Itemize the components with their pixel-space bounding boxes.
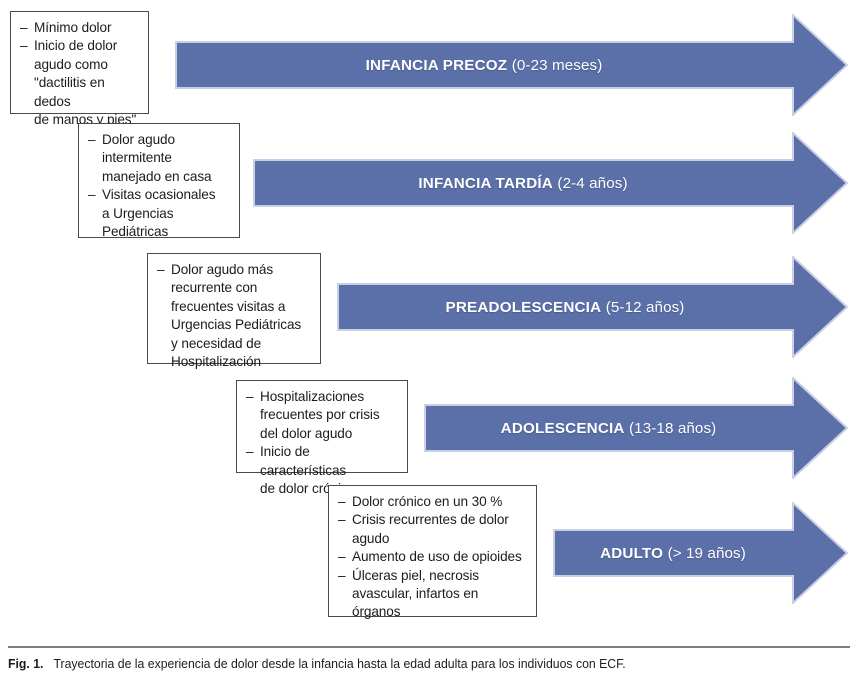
note-line: órganos <box>352 604 401 620</box>
arrow-shape-icon <box>175 14 849 116</box>
note-line: recurrente con <box>171 280 258 296</box>
stage-arrow-label-adolescencia: ADOLESCENCIA (13-18 años) <box>424 377 793 479</box>
note-box-adulto: – Dolor crónico en un 30 % – Crisis recu… <box>328 485 537 619</box>
note-line: agudo como <box>34 56 108 72</box>
note-item: – Visitas ocasionales a Urgencias Pediát… <box>88 186 230 241</box>
note-line: Dolor agudo <box>102 132 175 147</box>
note-item: – Úlceras piel, necrosis avascular, infa… <box>338 567 527 622</box>
stage-name-infancia-tardia: INFANCIA TARDÍA <box>418 174 553 192</box>
stage-arrow-label-infancia-precoz: INFANCIA PRECOZ (0-23 meses) <box>175 14 793 116</box>
stage-arrow-label-preadolescencia: PREADOLESCENCIA (5-12 años) <box>337 256 793 358</box>
arrow-shape-icon <box>424 377 849 479</box>
note-list-adulto: – Dolor crónico en un 30 % – Crisis recu… <box>338 493 527 622</box>
stage-arrow-infancia-precoz: INFANCIA PRECOZ (0-23 meses) <box>175 14 849 116</box>
note-line: Aumento de uso de opioides <box>352 549 522 565</box>
note-line: Inicio de dolor <box>34 38 118 54</box>
stage-age-infancia-precoz: (0-23 meses) <box>511 56 603 74</box>
note-box-adolescencia: – Hospitalizaciones frecuentes por crisi… <box>236 380 408 496</box>
stage-arrow-adolescencia: ADOLESCENCIA (13-18 años) <box>424 377 849 479</box>
stage-age-adulto: (> 19 años) <box>667 544 746 562</box>
note-line: intermitente <box>102 150 172 166</box>
bullet-dash: – <box>157 262 165 277</box>
note-item: – Inicio de dolor agudo como "dactilitis… <box>20 37 139 129</box>
stage-arrow-label-infancia-tardia: INFANCIA TARDÍA (2-4 años) <box>253 132 793 234</box>
note-line: Pediátricas <box>102 224 169 240</box>
arrow-shape-icon <box>337 256 849 358</box>
bullet-dash: – <box>20 38 28 54</box>
stage-name-infancia-precoz: INFANCIA PRECOZ <box>365 56 508 74</box>
stage-arrow-adulto: ADULTO (> 19 años) <box>553 502 849 604</box>
stage-name-preadolescencia: PREADOLESCENCIA <box>445 298 602 316</box>
note-line: agudo <box>352 530 390 546</box>
bullet-dash: – <box>88 187 96 203</box>
bullet-dash: – <box>88 132 96 147</box>
caption-divider <box>8 646 850 648</box>
figure-caption: Fig. 1. Trayectoria de la experiencia de… <box>8 655 791 672</box>
note-line: frecuentes visitas a <box>171 298 286 314</box>
stage-age-adolescencia: (13-18 años) <box>629 419 717 437</box>
note-item: – Dolor agudo más recurrente con frecuen… <box>157 261 311 371</box>
note-line: y necesidad de <box>171 335 262 351</box>
bullet-dash: – <box>246 444 254 460</box>
stage-name-adolescencia: ADOLESCENCIA <box>500 419 625 437</box>
note-item: – Dolor crónico en un 30 % <box>338 493 527 511</box>
note-line: Úlceras piel, necrosis <box>352 567 479 583</box>
note-line: Inicio de características <box>260 444 347 478</box>
note-item: – Dolor agudo intermitente manejado en c… <box>88 131 230 186</box>
note-box-infancia-tardia: – Dolor agudo intermitente manejado en c… <box>78 123 240 241</box>
figure-number: Fig. 1. <box>8 656 44 671</box>
stage-arrow-label-adulto: ADULTO (> 19 años) <box>553 502 793 604</box>
note-list-adolescencia: – Hospitalizaciones frecuentes por crisi… <box>246 388 398 498</box>
stage-age-infancia-tardia: (2-4 años) <box>557 174 628 192</box>
bullet-dash: – <box>338 567 346 583</box>
note-line: Mínimo dolor <box>34 20 112 35</box>
note-line: del dolor agudo <box>260 425 353 441</box>
note-line: Visitas ocasionales <box>102 187 216 203</box>
note-line: Dolor agudo más <box>171 262 274 277</box>
bullet-dash: – <box>338 512 346 528</box>
note-line: Hospitalizaciones <box>260 389 365 404</box>
arrow-shape-icon <box>253 132 849 234</box>
note-line: Dolor crónico en un 30 % <box>352 494 503 509</box>
note-line: "dactilitis en dedos <box>34 75 105 109</box>
note-item: – Crisis recurrentes de dolor agudo <box>338 511 527 548</box>
bullet-dash: – <box>246 389 254 404</box>
note-box-preadolescencia: – Dolor agudo más recurrente con frecuen… <box>147 253 321 369</box>
note-box-infancia-precoz: – Mínimo dolor – Inicio de dolor agudo c… <box>10 11 149 127</box>
figure-caption-text: Trayectoria de la experiencia de dolor d… <box>53 656 626 671</box>
note-line: avascular, infartos en <box>352 586 479 602</box>
note-list-preadolescencia: – Dolor agudo más recurrente con frecuen… <box>157 261 311 371</box>
note-item: – Mínimo dolor <box>20 19 139 37</box>
note-line: Crisis recurrentes de dolor <box>352 512 509 528</box>
note-line: a Urgencias <box>102 205 174 221</box>
bullet-dash: – <box>20 20 28 35</box>
stage-age-preadolescencia: (5-12 años) <box>605 298 685 316</box>
arrow-shape-icon <box>553 502 849 604</box>
note-list-infancia-tardia: – Dolor agudo intermitente manejado en c… <box>88 131 230 241</box>
note-line: manejado en casa <box>102 168 212 184</box>
bullet-dash: – <box>338 549 346 565</box>
stage-arrow-infancia-tardia: INFANCIA TARDÍA (2-4 años) <box>253 132 849 234</box>
note-line: Hospitalización <box>171 354 261 370</box>
bullet-dash: – <box>338 494 346 509</box>
note-line: Urgencias Pediátricas <box>171 317 302 333</box>
note-line: frecuentes por crisis <box>260 407 380 423</box>
stage-arrow-preadolescencia: PREADOLESCENCIA (5-12 años) <box>337 256 849 358</box>
note-item: – Hospitalizaciones frecuentes por crisi… <box>246 388 398 443</box>
note-item: – Aumento de uso de opioides <box>338 548 527 566</box>
stage-name-adulto: ADULTO <box>600 544 664 562</box>
note-list-infancia-precoz: – Mínimo dolor – Inicio de dolor agudo c… <box>20 19 139 129</box>
